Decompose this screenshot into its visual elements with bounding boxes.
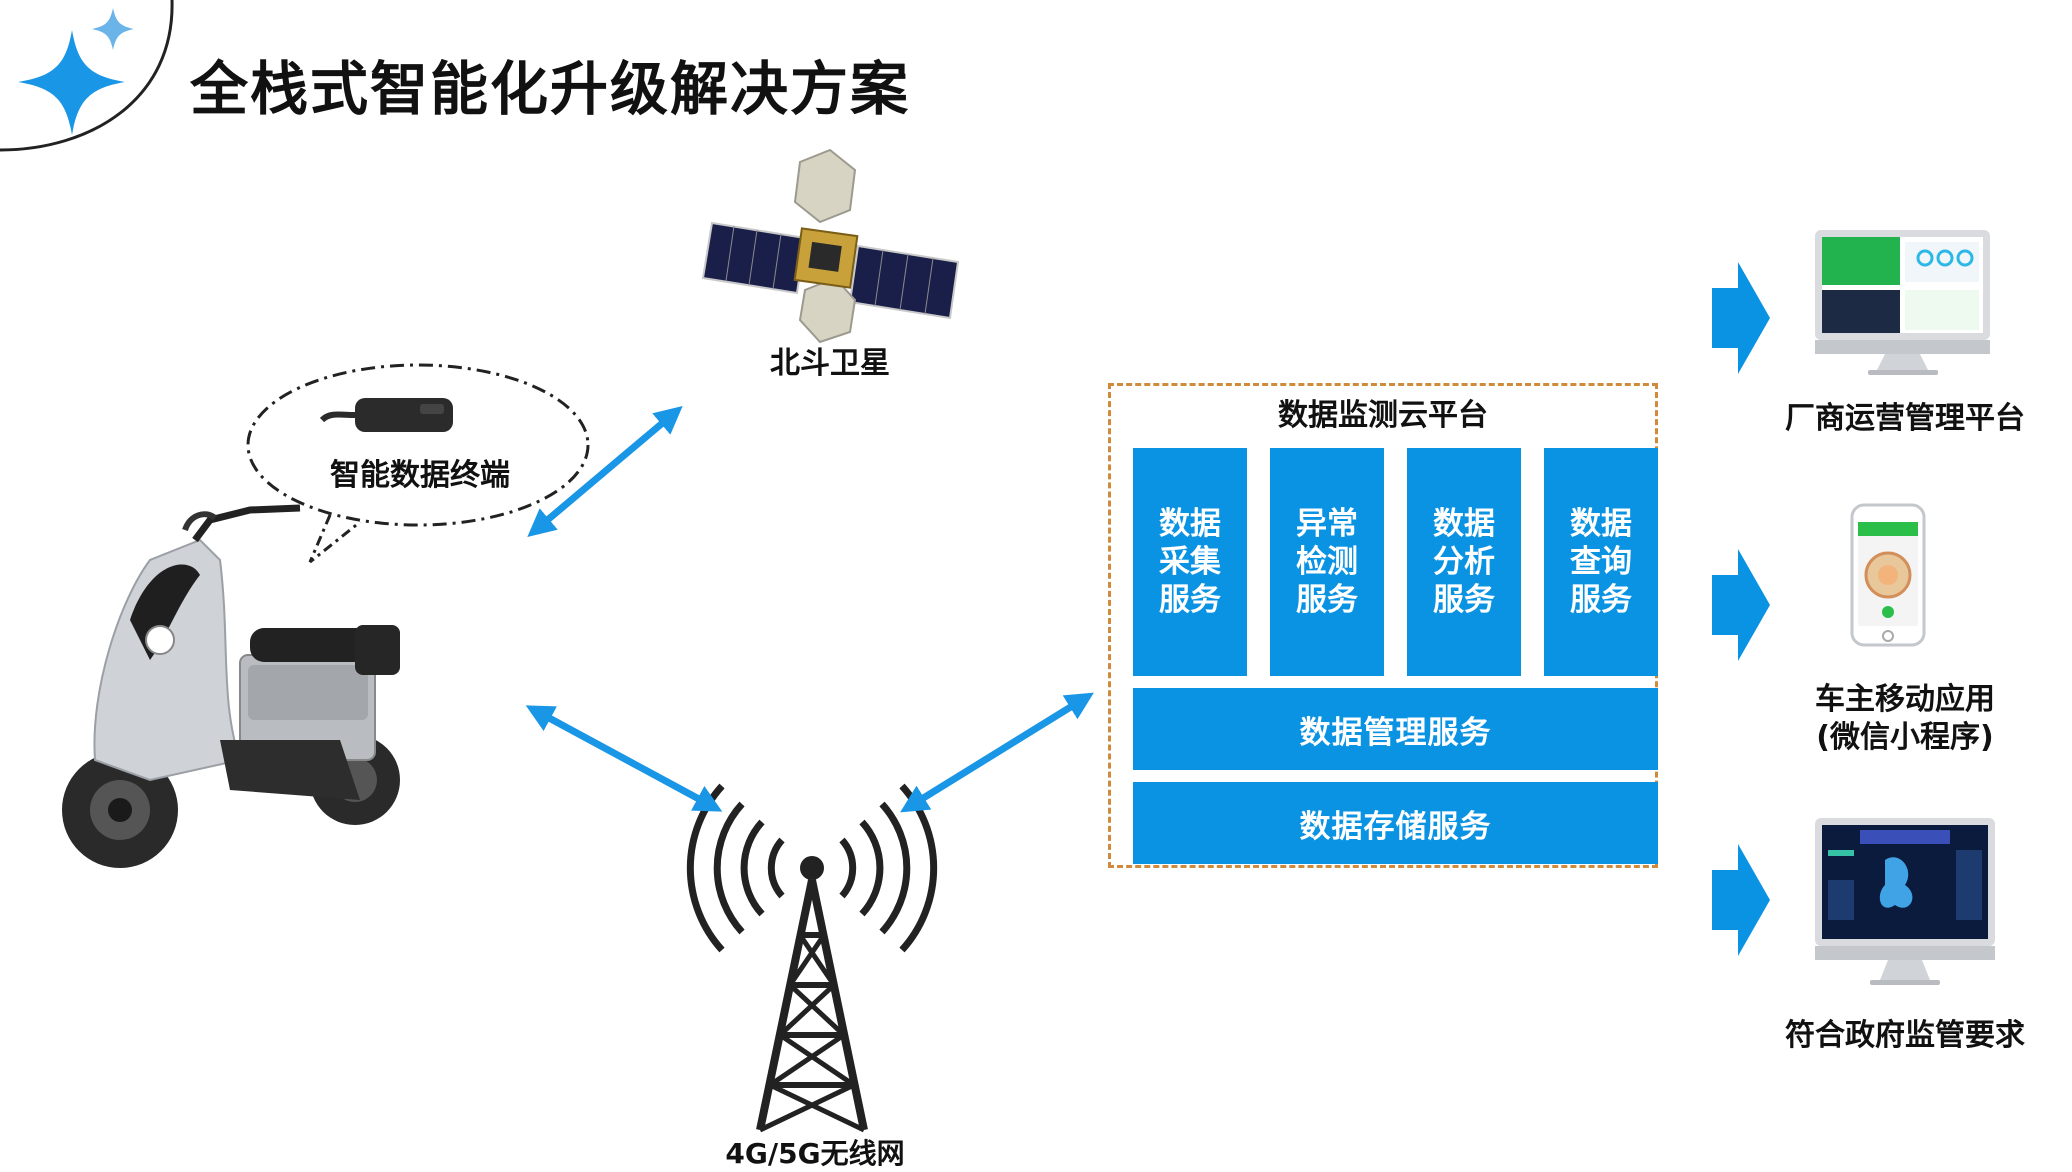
service-line: 查询: [1570, 544, 1632, 580]
terminal-label: 智能数据终端: [330, 458, 510, 493]
service-line: 检测: [1296, 544, 1358, 580]
sparkle-logo-icon: [0, 0, 174, 152]
service-data-query: 数据查询服务: [1544, 448, 1658, 676]
data-management-service: 数据管理服务: [1133, 688, 1658, 770]
satellite-icon: [701, 148, 960, 344]
service-line: 服务: [1296, 582, 1358, 618]
tower-label: 4G/5G无线网: [725, 1137, 905, 1170]
service-line: 异常: [1296, 506, 1358, 542]
service-line: 服务: [1159, 582, 1221, 618]
electric-scooter-icon: [62, 504, 400, 868]
service-line: 数据: [1570, 506, 1632, 542]
vendor-platform-label: 厂商运营管理平台: [1785, 401, 2025, 436]
service-data-analysis: 数据分析服务: [1407, 448, 1521, 676]
service-data-collection: 数据采集服务: [1133, 448, 1247, 676]
service-line: 数据: [1159, 506, 1221, 542]
service-line: 采集: [1159, 544, 1221, 580]
phone-owner-app-icon: [1850, 503, 1926, 647]
connection-arrows: [525, 405, 1094, 813]
owner-app-label: 车主移动应用: [1815, 682, 1995, 717]
monitor-government-icon: [1815, 818, 1995, 985]
satellite-label: 北斗卫星: [770, 346, 890, 381]
service-line: 数据: [1433, 506, 1495, 542]
cell-tower-icon: [686, 783, 938, 1133]
service-anomaly-detection: 异常检测服务: [1270, 448, 1384, 676]
gps-terminal-icon: [319, 398, 453, 432]
data-storage-service: 数据存储服务: [1133, 782, 1658, 864]
service-line: 服务: [1570, 582, 1632, 618]
service-line: 服务: [1433, 582, 1495, 618]
page-title: 全栈式智能化升级解决方案: [190, 55, 911, 123]
monitor-vendor-platform-icon: [1815, 230, 1990, 375]
government-label: 符合政府监管要求: [1785, 1018, 2025, 1053]
owner-app-sublabel: (微信小程序): [1816, 720, 1994, 755]
cloud-platform-title: 数据监测云平台: [1278, 398, 1488, 433]
service-line: 分析: [1433, 544, 1495, 580]
output-arrows: [1712, 262, 1770, 956]
